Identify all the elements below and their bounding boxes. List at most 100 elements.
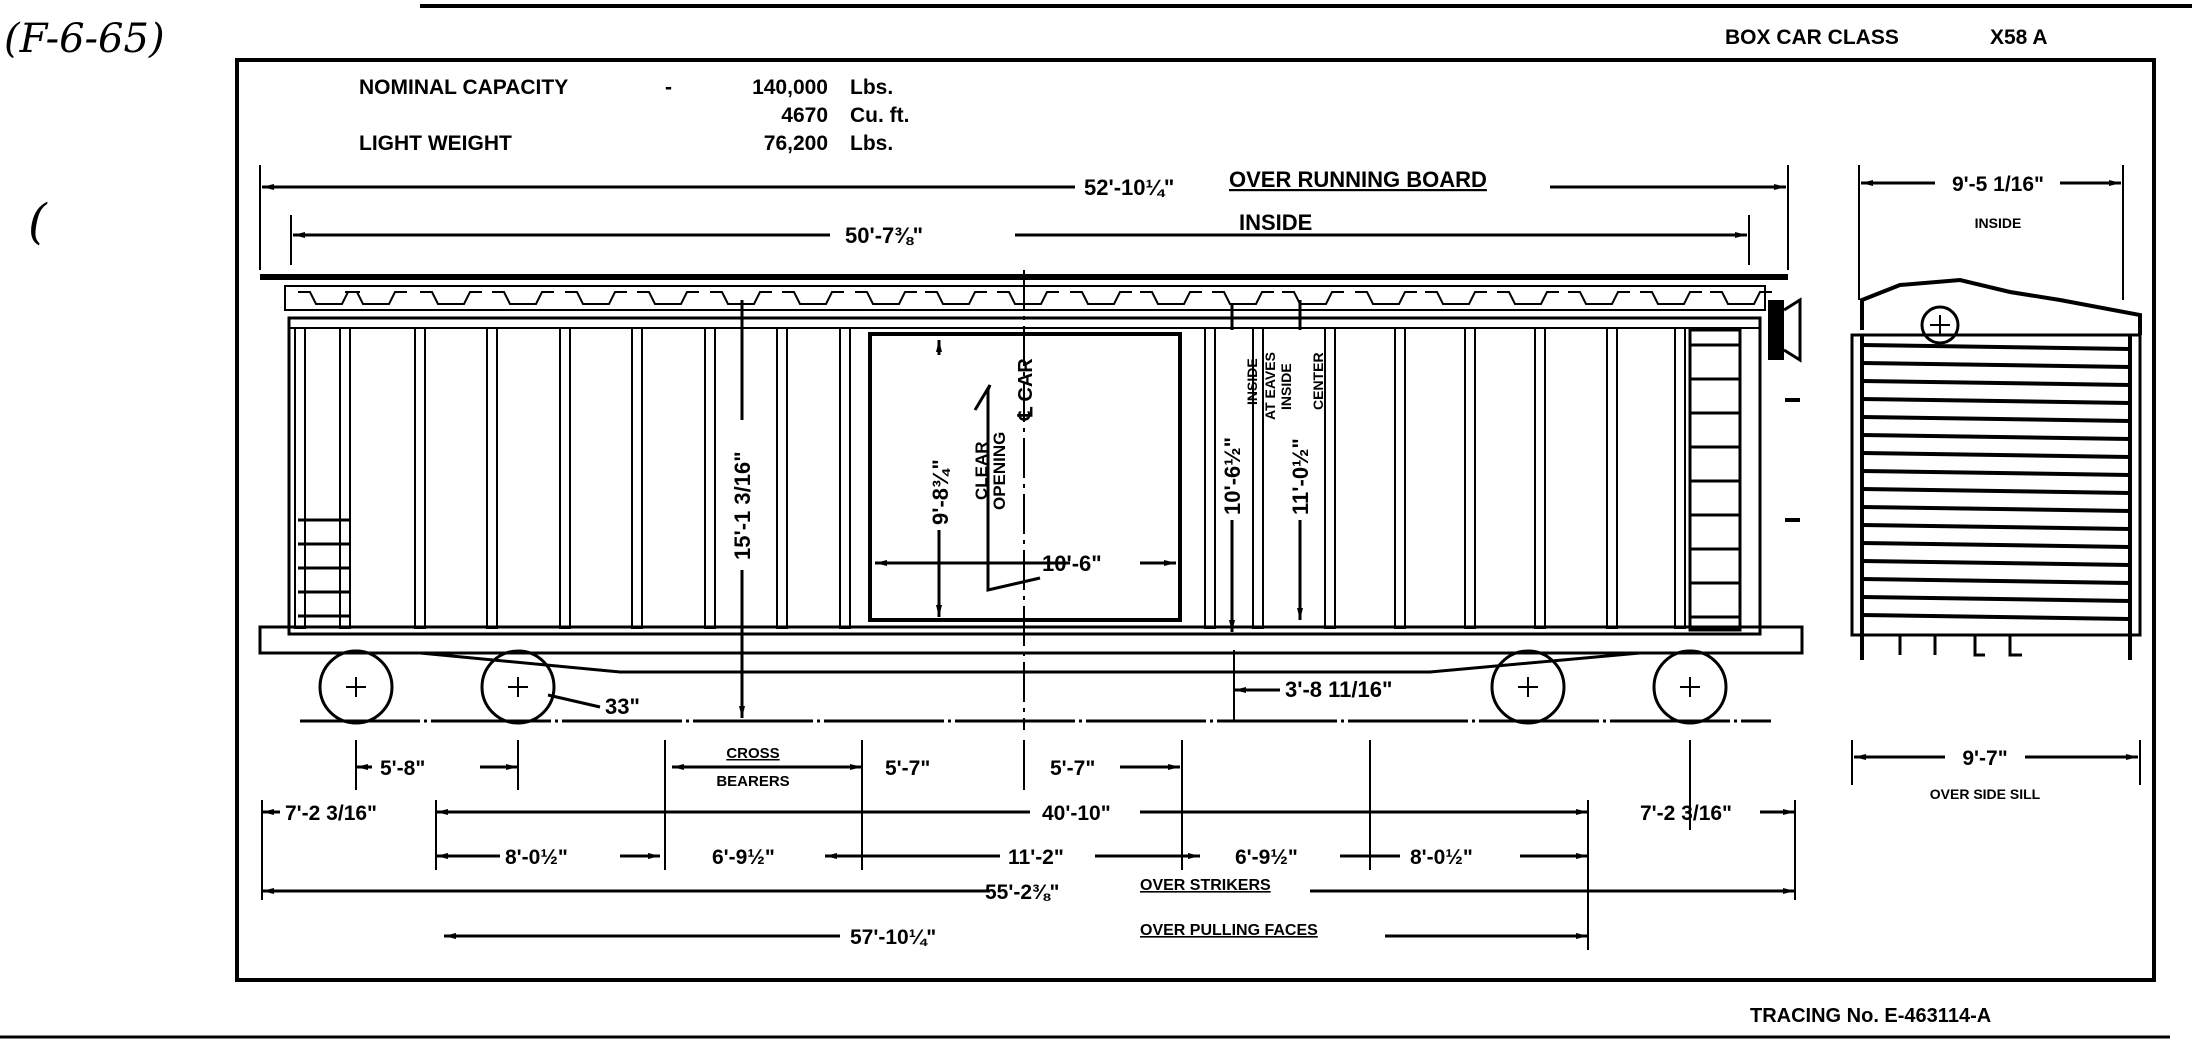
wheel-center [1680,677,1700,697]
roof-panel [1710,291,1772,305]
inside-length-label: INSIDE [1239,210,1312,235]
roof-panel [782,291,844,305]
spec-unit: Lbs. [850,76,893,99]
end-slat [1861,577,2131,585]
end-slat [1861,361,2131,369]
end-slat [1861,379,2131,387]
roof-panel [298,291,360,305]
roof-panel [855,291,917,305]
over-strikers-value: 55'-2⅜" [985,881,1060,904]
bolster-spacing-3: 11'-2" [1008,846,1064,869]
end-view: 9'-5 1/16" INSIDE 9'-7" OVER SIDE SILL [1850,165,2142,802]
end-inside-width: 9'-5 1/16" [1952,173,2044,196]
spec-unit: Lbs. [850,132,893,155]
spec-value: 4670 [781,104,828,127]
height-rail-to-top: 15'-1 3/16" [730,451,755,560]
spec-value: 76,200 [764,132,828,155]
side-post [414,327,426,629]
door-height: 9'-8¾" [928,459,953,525]
over-strikers-label: OVER STRIKERS [1140,877,1271,894]
drawing-frame [235,58,2156,982]
wheel [1652,649,1728,725]
over-running-board-label: OVER RUNNING BOARD [1229,167,1487,192]
wheel [318,649,394,725]
side-post [294,327,306,629]
truck-overhang-right: 7'-2 3/16" [1640,802,1732,825]
inside-center-value: 11'-0½" [1288,438,1313,515]
cross-bearers-2: BEARERS [716,773,789,790]
end-slat [1861,397,2131,405]
wheel [1490,649,1566,725]
centerline-car: ℄ CAR [1015,358,1037,421]
side-post [631,327,643,629]
roof-panel [1140,291,1202,305]
clear-opening-2: OPENING [990,432,1009,510]
clear-opening-1: CLEAR [972,441,991,500]
end-inside-label: INSIDE [1975,215,2022,231]
side-post [1204,327,1216,629]
end-slat [1861,451,2131,459]
wheelbase: 5'-8" [380,757,425,780]
side-post [1464,327,1476,629]
end-slat [1861,415,2131,423]
side-sill [258,625,1804,655]
roof-panel [1640,291,1702,305]
end-slat [1861,487,2131,495]
side-post [1606,327,1618,629]
side-post [1674,327,1686,629]
end-slat [1861,613,2131,621]
vertical-dimensions: 15'-1 3/16" 9'-8¾" CLEAR OPENING ℄ CAR 1… [547,270,1392,730]
wheel [480,649,556,725]
roof-panel [345,291,407,305]
side-post [704,327,716,629]
side-post [486,327,498,629]
specs-block: NOMINAL CAPACITY - 140,000 Lbs. 4670 Cu.… [359,76,909,155]
cross-bearer-spacing-2: 5'-7" [1050,757,1095,780]
spec-unit: Cu. ft. [850,104,909,127]
roof-panel [997,291,1059,305]
spec-label: LIGHT WEIGHT [359,132,512,155]
over-pulling-faces-value: 57'-10¼" [850,926,936,949]
end-slat [1861,343,2131,351]
door-width: 10'-6" [1042,551,1102,576]
end-slat [1861,559,2131,567]
wheel-center [346,677,366,697]
wheel-center [508,677,528,697]
side-post [776,327,788,629]
side-post [839,327,851,629]
cross-bearer-spacing-1: 5'-7" [885,757,930,780]
roof-panel [492,291,554,305]
roof-panel [1282,291,1344,305]
truck-centers: 40'-10" [1042,802,1111,825]
side-post [1394,327,1406,629]
side-post [1324,327,1336,629]
end-slat [1861,523,2131,531]
roof-panel [1212,291,1274,305]
end-slat [1861,469,2131,477]
inside-length-value: 50'-7⅜" [845,223,923,248]
side-post [559,327,571,629]
car-side-view [258,274,1804,725]
top-dimensions: 52'-10¼" OVER RUNNING BOARD 50'-7⅜" INSI… [259,165,1789,270]
roof-panel [1497,291,1559,305]
wheel-center [1518,677,1538,697]
class-value: X58 A [1990,26,2048,49]
inside-center-label-2: CENTER [1310,352,1326,410]
spec-label: NOMINAL CAPACITY [359,76,568,99]
bolster-spacing-2: 6'-9½" [712,846,775,869]
handwritten-annotation: (F-6-65) [4,16,165,62]
end-slat [1861,505,2131,513]
end-slat [1861,541,2131,549]
inside-eaves-label-2: AT EAVES [1262,352,1278,420]
spec-value: 140,000 [752,76,828,99]
over-side-sill-value: 9'-7" [1962,747,2007,770]
inside-center-label-1: INSIDE [1278,363,1294,410]
roof-panel [925,291,987,305]
wheel-diameter: 33" [605,694,640,719]
roof-panel [1425,291,1487,305]
inside-eaves-label-1: INSIDE [1244,358,1260,405]
roof-panel [565,291,627,305]
roof-panel [420,291,482,305]
bolster-spacing-4: 6'-9½" [1235,846,1298,869]
